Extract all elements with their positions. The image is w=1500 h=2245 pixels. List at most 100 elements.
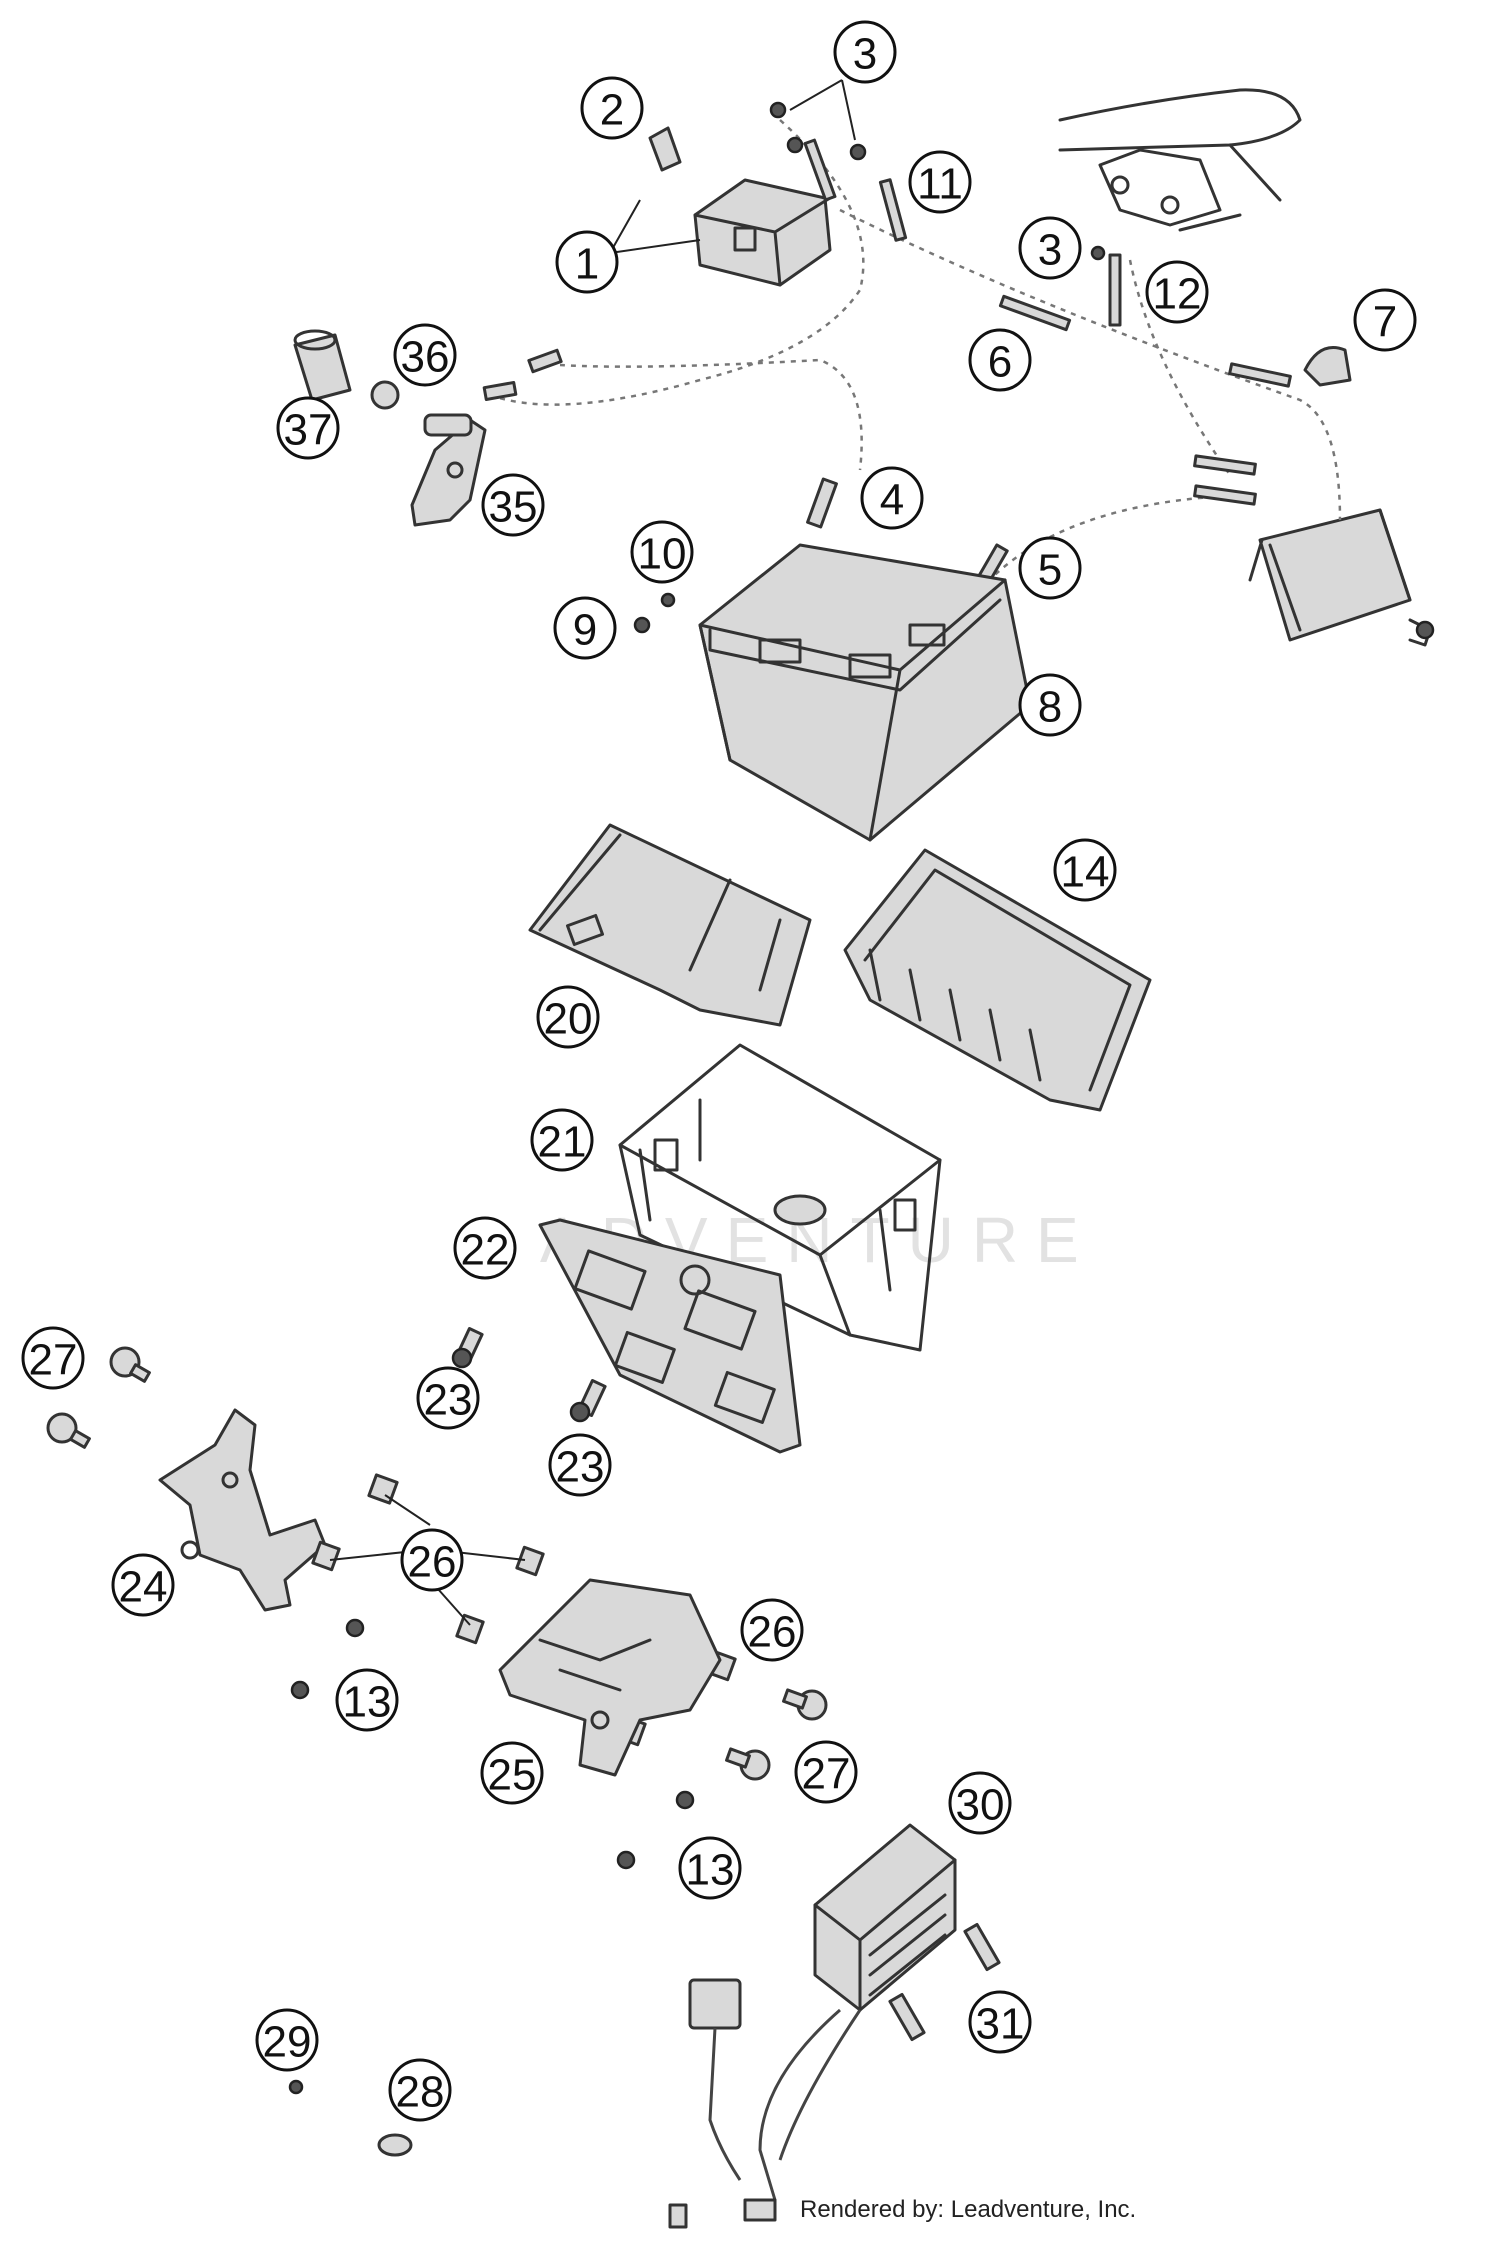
wiring-harness-path [489, 119, 865, 406]
svg-text:13: 13 [343, 1678, 392, 1727]
battery-box-21 [618, 1043, 942, 1352]
callout-3: 3 [833, 20, 897, 84]
callout-13: 13 [335, 1668, 399, 1732]
starter-motor [1248, 508, 1435, 647]
svg-text:36: 36 [401, 333, 450, 382]
callout-23: 23 [416, 1366, 480, 1430]
callout-37: 37 [276, 396, 340, 460]
bottom-plate-22 [538, 1218, 802, 1454]
svg-text:22: 22 [461, 1226, 510, 1275]
battery [698, 543, 1032, 842]
callout-30: 30 [948, 1771, 1012, 1835]
callout-27: 27 [21, 1326, 85, 1390]
svg-text:25: 25 [488, 1751, 537, 1800]
render-credit: Rendered by: Leadventure, Inc. [800, 2196, 1137, 2223]
callout-22: 22 [453, 1216, 517, 1280]
callout-8: 8 [1018, 673, 1082, 737]
svg-text:6: 6 [988, 338, 1012, 387]
callout-9: 9 [553, 596, 617, 660]
fuse [648, 126, 682, 172]
svg-text:31: 31 [976, 2000, 1025, 2049]
svg-text:1: 1 [575, 240, 599, 289]
screws-27-left [46, 1346, 151, 1449]
callout-25: 25 [480, 1741, 544, 1805]
svg-text:7: 7 [1373, 298, 1397, 347]
small-parts-28-29 [288, 2079, 413, 2157]
bracket-35 [410, 413, 487, 527]
starter-relay [693, 178, 832, 287]
callout-28: 28 [388, 2058, 452, 2122]
callout-1: 1 [555, 230, 619, 294]
svg-text:11: 11 [917, 160, 963, 209]
svg-text:26: 26 [408, 1538, 457, 1587]
screws-27-right [725, 1688, 828, 1781]
callout-21: 21 [530, 1108, 594, 1172]
callout-14: 14 [1053, 838, 1117, 902]
svg-text:30: 30 [956, 1781, 1005, 1830]
battery-tray-14 [843, 848, 1152, 1112]
svg-text:29: 29 [263, 2018, 312, 2067]
leader-3 [789, 79, 856, 141]
svg-text:27: 27 [802, 1750, 851, 1799]
callout-36: 36 [393, 323, 457, 387]
svg-text:10: 10 [638, 530, 687, 579]
sleeve-37 [293, 329, 352, 402]
callout-26: 26 [400, 1528, 464, 1592]
svg-text:3: 3 [853, 30, 877, 79]
wiring-harness-path [1128, 259, 1232, 476]
svg-text:5: 5 [1038, 546, 1062, 595]
callout-5: 5 [1018, 536, 1082, 600]
callout-27: 27 [794, 1740, 858, 1804]
callout-13: 13 [678, 1836, 742, 1900]
connector-harness [668, 1978, 862, 2229]
callout-23: 23 [548, 1433, 612, 1497]
small-nuts [633, 101, 1106, 634]
callout-20: 20 [536, 985, 600, 1049]
callout-6: 6 [968, 328, 1032, 392]
callout-4: 4 [860, 466, 924, 530]
svg-text:26: 26 [748, 1608, 797, 1657]
callout-31: 31 [968, 1990, 1032, 2054]
svg-text:13: 13 [686, 1846, 735, 1895]
leader-26 [329, 1494, 526, 1626]
svg-text:3: 3 [1038, 226, 1062, 275]
callout-29: 29 [255, 2008, 319, 2072]
battery-cover-20 [528, 823, 812, 1027]
svg-text:14: 14 [1061, 848, 1110, 897]
svg-text:28: 28 [396, 2068, 445, 2117]
svg-text:23: 23 [424, 1376, 473, 1425]
svg-text:35: 35 [489, 483, 538, 532]
callout-3: 3 [1018, 216, 1082, 280]
callout-11: 11 [908, 150, 972, 214]
cable-lugs [482, 138, 1292, 591]
svg-text:23: 23 [556, 1443, 605, 1492]
callout-10: 10 [630, 520, 694, 584]
svg-text:8: 8 [1038, 683, 1062, 732]
svg-text:21: 21 [538, 1118, 587, 1167]
svg-text:27: 27 [29, 1336, 78, 1385]
svg-text:9: 9 [573, 606, 597, 655]
callout-2: 2 [580, 76, 644, 140]
callout-12: 12 [1145, 260, 1209, 324]
bracket-24 [158, 1408, 327, 1612]
svg-text:37: 37 [284, 406, 333, 455]
clips-26 [311, 1473, 737, 1747]
grommet-36 [370, 380, 400, 410]
cap-7 [1303, 346, 1352, 387]
bracket-25 [498, 1578, 722, 1777]
bolts-31 [888, 1922, 1001, 2042]
callout-35: 35 [481, 473, 545, 537]
callout-7: 7 [1353, 288, 1417, 352]
callout-26: 26 [740, 1598, 804, 1662]
wiring-harness-path [559, 358, 863, 471]
svg-text:12: 12 [1153, 270, 1202, 319]
bolts-23 [451, 1327, 607, 1423]
frame-section [1058, 88, 1302, 232]
regulator-30 [813, 1823, 957, 2012]
svg-text:24: 24 [119, 1563, 168, 1612]
callout-24: 24 [111, 1553, 175, 1617]
leader-1 [609, 199, 701, 254]
svg-text:4: 4 [880, 476, 904, 525]
svg-text:2: 2 [600, 86, 624, 135]
